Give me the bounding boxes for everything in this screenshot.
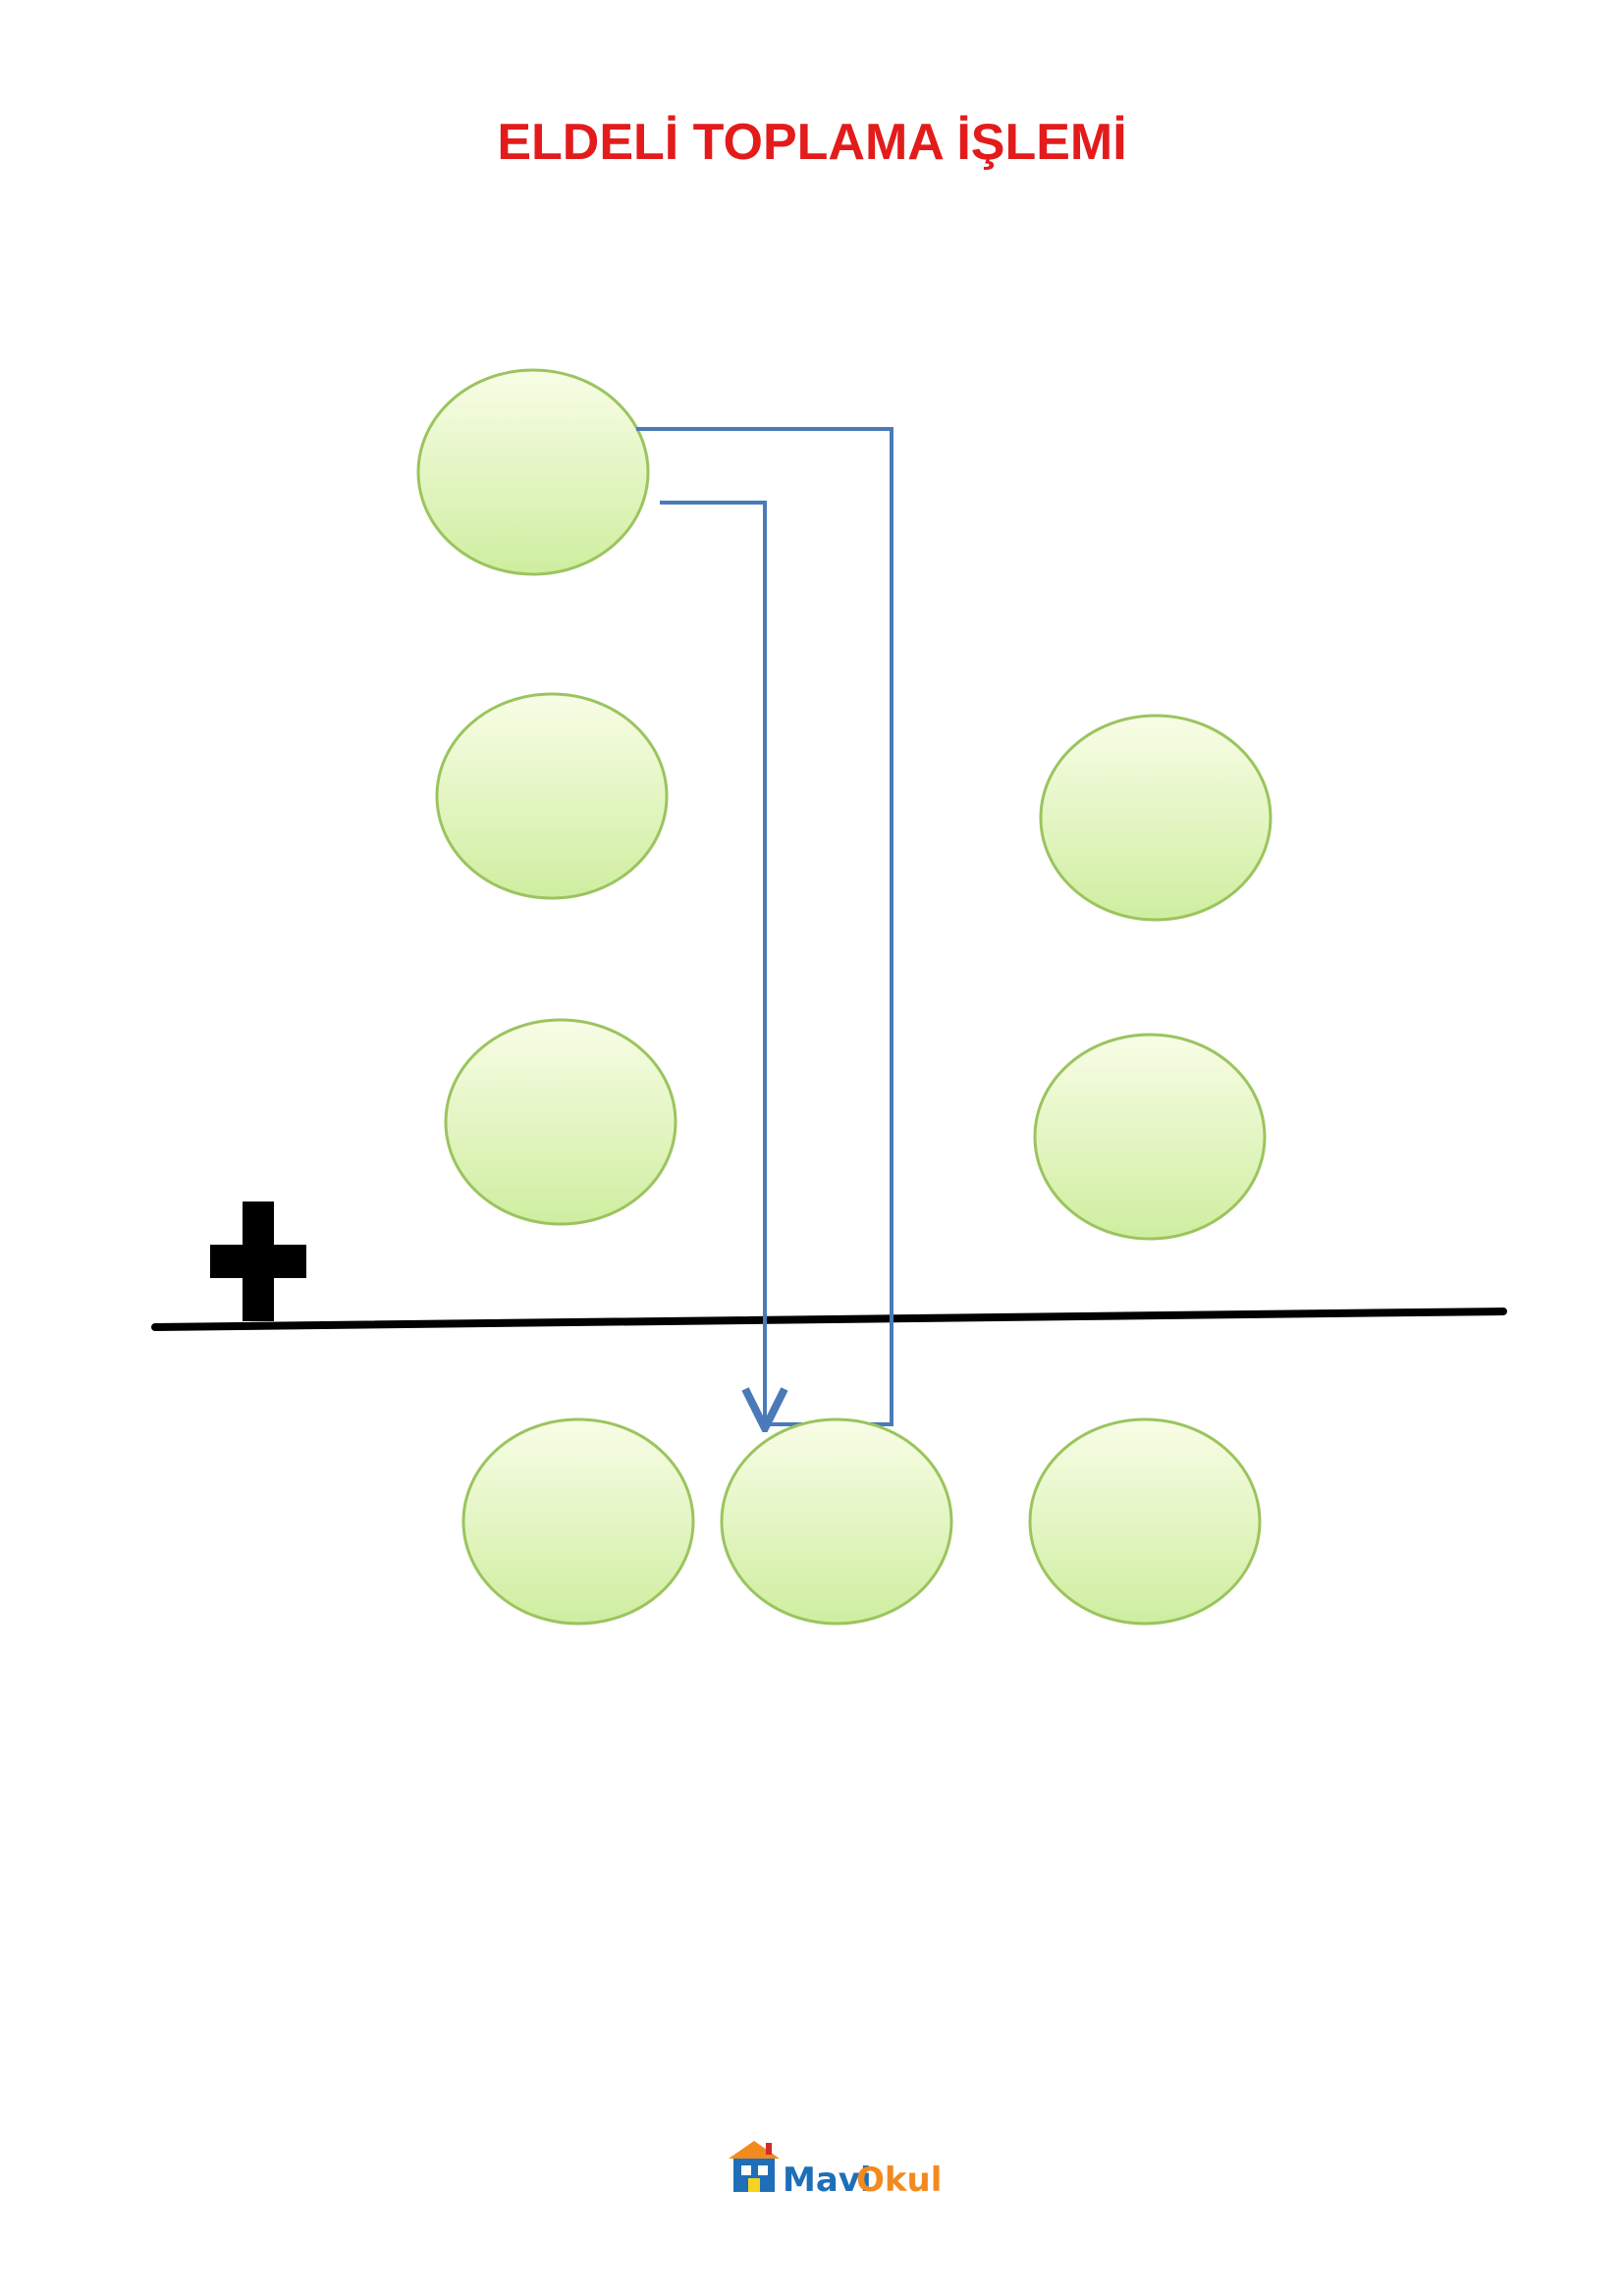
page-title: ELDELİ TOPLAMA İŞLEMİ: [497, 114, 1126, 171]
plus-sign: [210, 1201, 306, 1321]
result-tens-circle: [720, 1417, 953, 1626]
second-addend-tens-circle: [444, 1018, 677, 1226]
logo-word-mavi: Mavi: [783, 2161, 872, 2200]
carry-circle: [416, 368, 650, 576]
first-addend-ones-circle: [1039, 714, 1272, 922]
mavi-okul-logo: Mavi Okul: [729, 2141, 942, 2200]
second-addend-ones-circle: [1033, 1033, 1267, 1241]
first-addend-tens-circle: [435, 692, 669, 900]
sum-rule-line: [151, 1308, 1507, 1331]
house-icon: [729, 2141, 780, 2192]
carry-arrow-inner: [660, 501, 765, 1424]
logo-word-okul: Okul: [856, 2161, 942, 2200]
result-ones-circle: [1028, 1417, 1262, 1626]
result-hundreds-circle: [461, 1417, 695, 1626]
